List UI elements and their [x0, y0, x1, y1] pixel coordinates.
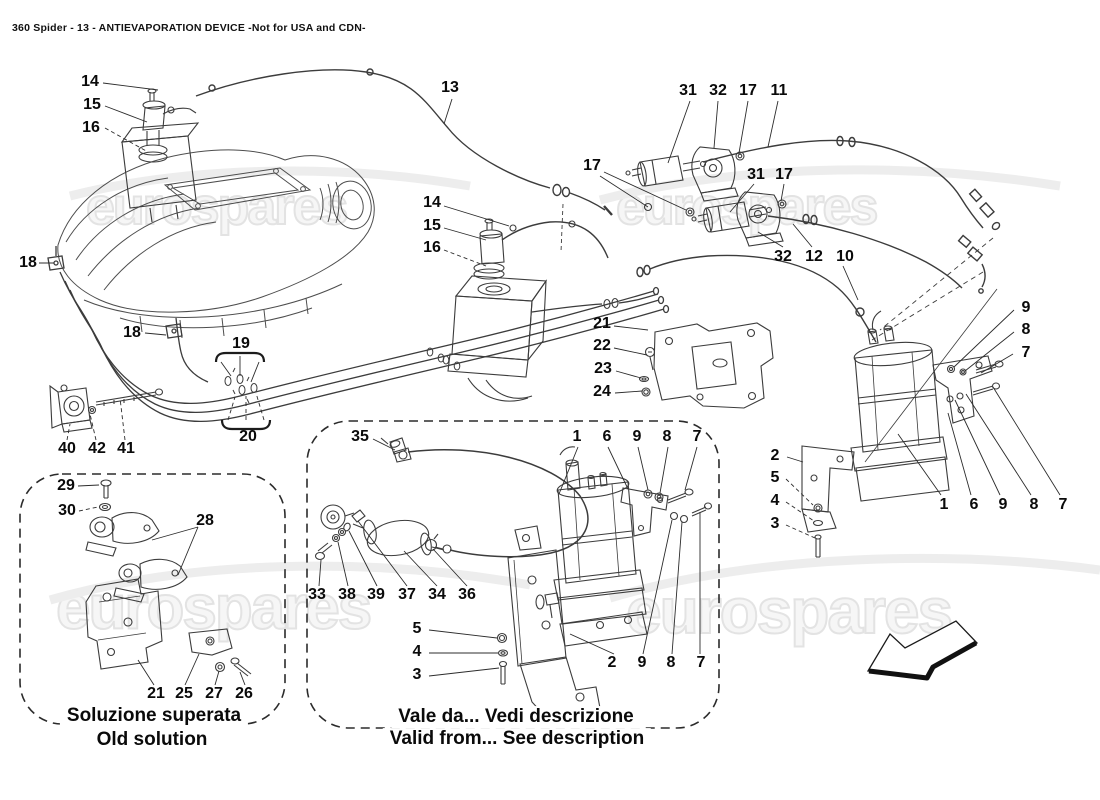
old-bracket-21 — [85, 578, 163, 670]
engine-intake-assembly — [57, 149, 375, 339]
valid-from-box — [306, 420, 720, 729]
canister-plate — [507, 525, 648, 716]
fuel-pipe-bundle — [47, 246, 670, 423]
old-solution-caption-it: Soluzione superata — [59, 705, 249, 727]
brace-19 — [214, 351, 266, 363]
canister-strap-6-detail — [620, 487, 669, 537]
page-title: 360 Spider - 13 - ANTIEVAPORATION DEVICE… — [12, 22, 366, 34]
bracket-21-main — [638, 322, 774, 409]
old-bracket-25 — [188, 628, 233, 656]
clamp-18-lower — [165, 323, 183, 339]
leader-lines — [39, 82, 1061, 686]
watermark-eurospares: eurospares — [625, 574, 954, 648]
clamp-18-upper — [47, 246, 65, 271]
brace-fan-lines — [220, 356, 265, 421]
brace-20 — [220, 419, 272, 431]
new-solution-parts — [314, 437, 713, 716]
carbon-canister-main — [801, 288, 1004, 558]
pipe-unions-19-20 — [224, 347, 461, 404]
valve-40 — [49, 384, 164, 433]
valid-from-caption-en: Valid from... See description — [382, 728, 652, 750]
old-solution-caption-en: Old solution — [89, 729, 215, 751]
hose-13 — [195, 68, 613, 253]
old-solution-box — [19, 473, 286, 725]
purge-valves — [625, 146, 787, 247]
old-solution-parts — [85, 479, 252, 677]
valid-from-caption-it: Vale da... Vedi descrizione — [391, 706, 641, 728]
canister-detail — [553, 446, 647, 625]
vapour-separator-mid — [447, 218, 659, 378]
vapour-separator-left — [120, 88, 200, 223]
canister-bracket-2 — [801, 445, 855, 533]
direction-arrow — [866, 620, 979, 681]
